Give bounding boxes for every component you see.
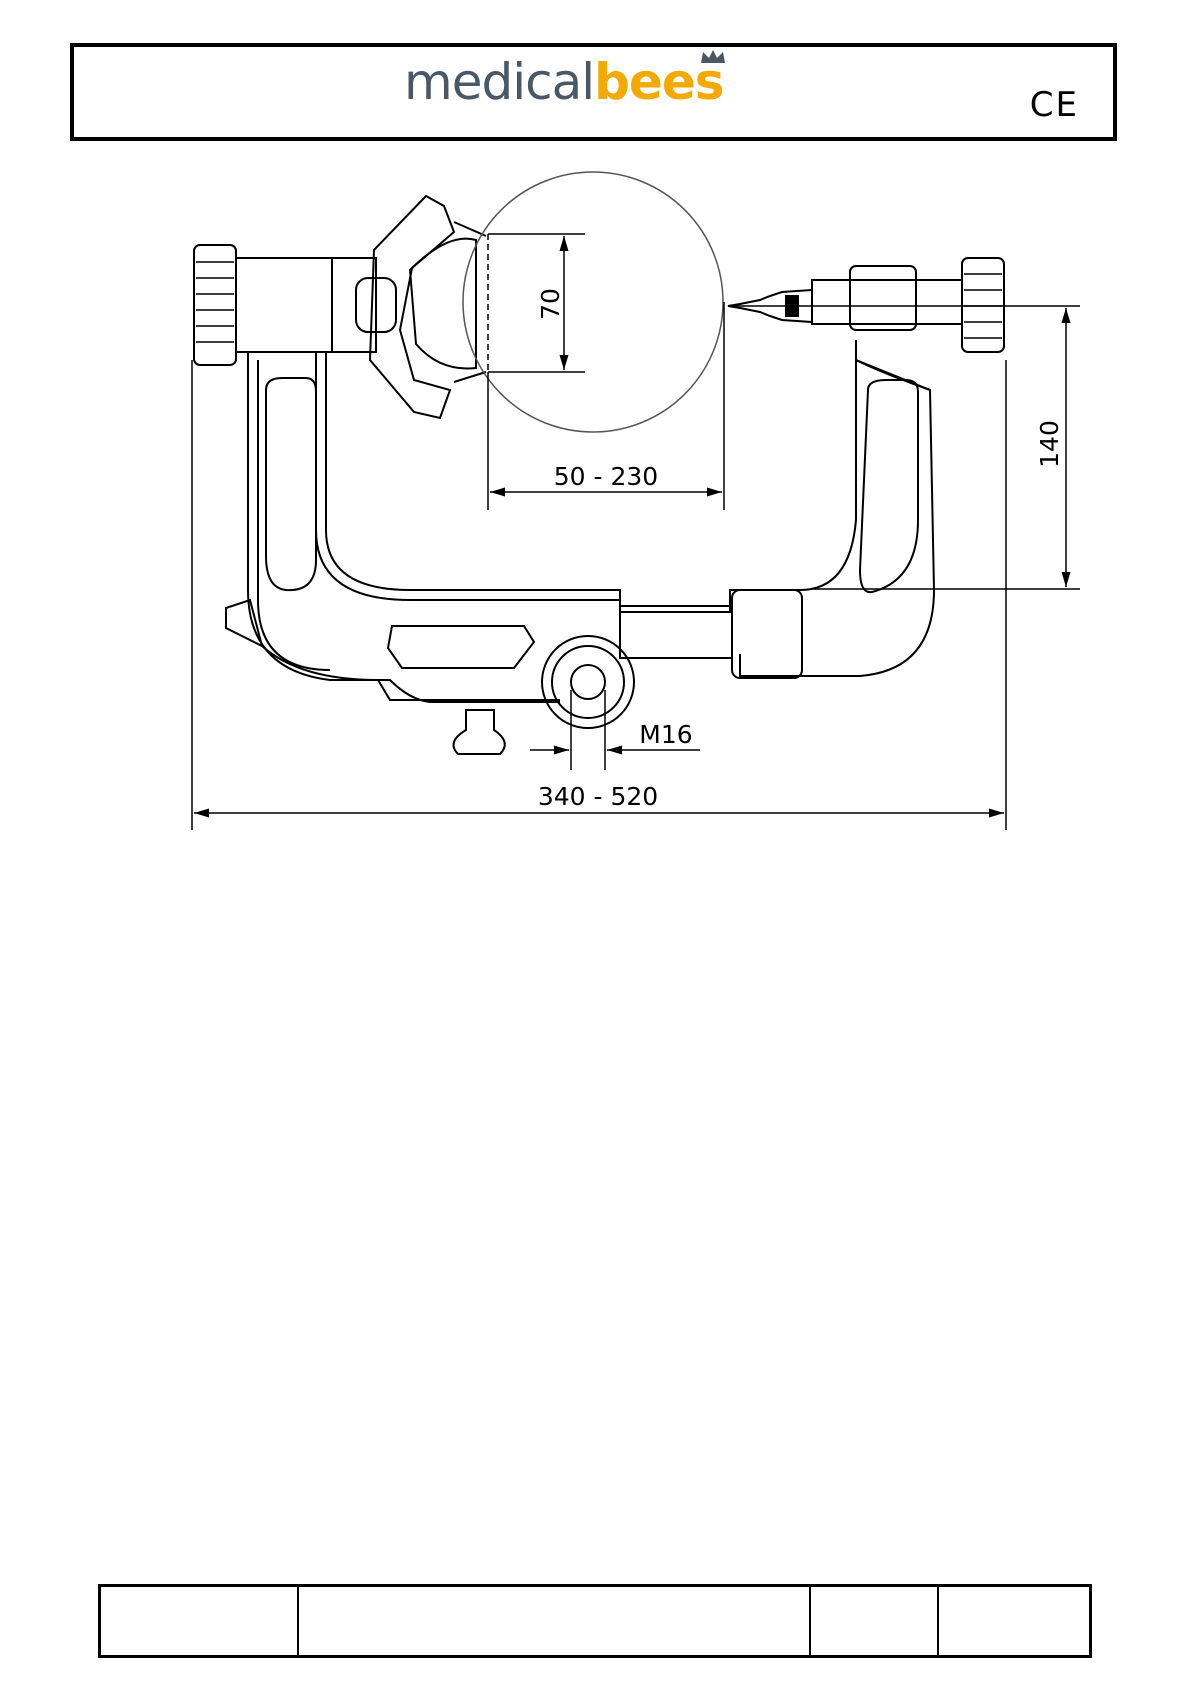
title-block-cell-1 xyxy=(101,1587,299,1655)
dim-label-140: 140 xyxy=(1035,420,1064,468)
left-knob xyxy=(194,245,236,365)
dim-label-m16: M16 xyxy=(639,720,692,749)
dim-label-70: 70 xyxy=(536,288,565,320)
title-block-cell-2 xyxy=(299,1587,811,1655)
dim-label-50-230: 50 - 230 xyxy=(554,462,658,491)
thread-knob xyxy=(542,636,634,728)
dimension-labels: 70 50 - 230 140 M16 340 - 520 xyxy=(536,288,1064,811)
dim-label-340-520: 340 - 520 xyxy=(538,782,658,811)
title-block xyxy=(98,1584,1092,1658)
title-block-cell-4 xyxy=(939,1587,1089,1655)
head-sphere xyxy=(463,172,723,432)
title-block-cell-3 xyxy=(811,1587,939,1655)
